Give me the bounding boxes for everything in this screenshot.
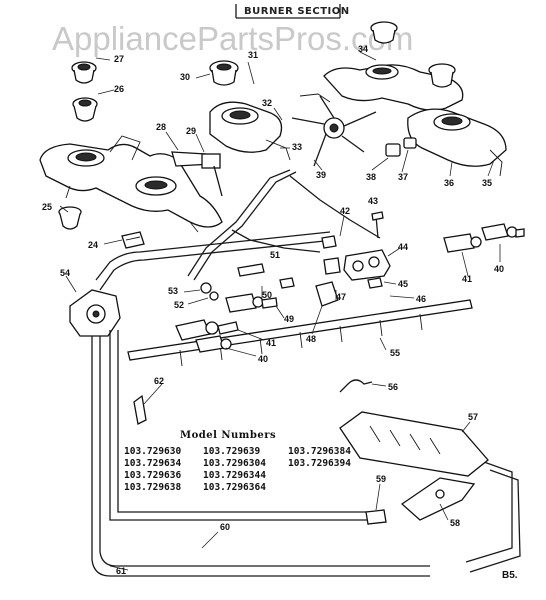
model-numbers-table: Model Numbers 103.729630 103.729639 103.… <box>124 430 351 493</box>
callout-58: 58 <box>450 518 460 528</box>
callout-40-left: 40 <box>258 354 268 364</box>
callout-51: 51 <box>270 250 280 260</box>
gas-tubing <box>95 169 381 291</box>
page-label: B5. <box>502 570 518 581</box>
model-r1-c2: 103.7296394 <box>288 458 351 469</box>
callout-61: 61 <box>116 566 126 576</box>
valve-49 <box>225 293 278 313</box>
callout-56: 56 <box>388 382 398 392</box>
section-header: BURNER SECTION <box>235 4 350 19</box>
leader-lines <box>59 51 501 571</box>
model-r2-c0: 103.729636 <box>124 470 181 481</box>
model-r0-c1: 103.729639 <box>203 446 260 457</box>
callout-27: 27 <box>114 54 124 64</box>
callout-59: 59 <box>376 474 386 484</box>
valve-41-left <box>175 319 239 341</box>
callout-32: 32 <box>262 98 272 108</box>
callout-44: 44 <box>398 242 408 252</box>
callout-25: 25 <box>42 202 52 212</box>
pressure-regulator-54 <box>69 289 121 337</box>
model-r0-c0: 103.729630 <box>124 446 181 457</box>
model-r1-c1: 103.7296304 <box>203 458 266 469</box>
callout-34: 34 <box>358 44 368 54</box>
callout-54: 54 <box>60 268 70 278</box>
burner-cap-27 <box>71 61 97 84</box>
callout-29: 29 <box>186 126 196 136</box>
callout-47: 47 <box>336 292 346 302</box>
fitting-59 <box>365 509 387 525</box>
watermark-text: AppliancePartsPros.com <box>52 20 413 57</box>
callout-57: 57 <box>468 412 478 422</box>
callout-36: 36 <box>444 178 454 188</box>
valve-40-right <box>481 223 525 241</box>
regulator-44 <box>321 235 391 281</box>
model-table-title: Model Numbers <box>180 430 276 441</box>
callout-45: 45 <box>398 279 408 289</box>
callout-37: 37 <box>398 172 408 182</box>
model-r1-c0: 103.729634 <box>124 458 181 469</box>
callout-35: 35 <box>482 178 492 188</box>
callout-39: 39 <box>316 170 326 180</box>
callout-48: 48 <box>306 334 316 344</box>
burner-base-center <box>209 101 291 161</box>
bracket-62 <box>133 394 147 425</box>
valve-47-48 <box>315 257 341 307</box>
callout-62: 62 <box>154 376 164 386</box>
callout-50: 50 <box>262 290 272 300</box>
callout-40-right: 40 <box>494 264 504 274</box>
valve-41-right <box>443 233 482 253</box>
burner-base-right-34 <box>323 63 464 111</box>
callout-41-right: 41 <box>462 274 472 284</box>
spider-burner-32 <box>291 93 377 167</box>
section-title: BURNER SECTION <box>244 6 350 17</box>
burner-cap-right-top <box>370 21 398 44</box>
model-r0-c2: 103.7296384 <box>288 446 351 457</box>
callout-52: 52 <box>174 300 184 310</box>
burner-cap-26 <box>72 97 98 122</box>
fitting-37-38 <box>385 137 417 157</box>
bracket-24 <box>121 231 145 249</box>
orifice-50-51 <box>237 263 295 289</box>
valve-40-left <box>195 335 232 353</box>
burner-base-right-36 <box>407 108 507 177</box>
callout-53: 53 <box>168 286 178 296</box>
callout-24: 24 <box>88 240 98 250</box>
burner-57 <box>339 411 489 477</box>
callout-31: 31 <box>248 50 258 60</box>
callout-numbers: 27 26 30 31 28 29 32 33 39 34 35 36 37 3… <box>42 44 504 576</box>
valve-29 <box>171 151 223 197</box>
fitting-52-53 <box>200 282 219 301</box>
callout-42: 42 <box>340 206 350 216</box>
callout-55: 55 <box>390 348 400 358</box>
wire-56 <box>339 379 373 393</box>
burner-cap-25 <box>58 206 82 230</box>
fitting-45 <box>367 277 383 289</box>
callout-60: 60 <box>220 522 230 532</box>
model-r3-c0: 103.729638 <box>124 482 181 493</box>
bracket-58 <box>400 477 476 521</box>
callout-33: 33 <box>292 142 302 152</box>
callout-41-left: 41 <box>266 338 276 348</box>
callout-43: 43 <box>368 196 378 206</box>
callout-26: 26 <box>114 84 124 94</box>
screw-43 <box>371 211 384 239</box>
callout-30: 30 <box>180 72 190 82</box>
callout-46: 46 <box>416 294 426 304</box>
model-r2-c1: 103.7296344 <box>203 470 266 481</box>
callout-49: 49 <box>284 314 294 324</box>
burner-cap-30 <box>209 60 239 86</box>
callout-28: 28 <box>156 122 166 132</box>
main-gas-line <box>91 330 521 577</box>
model-r3-c1: 103.7296364 <box>203 482 266 493</box>
callout-38: 38 <box>366 172 376 182</box>
